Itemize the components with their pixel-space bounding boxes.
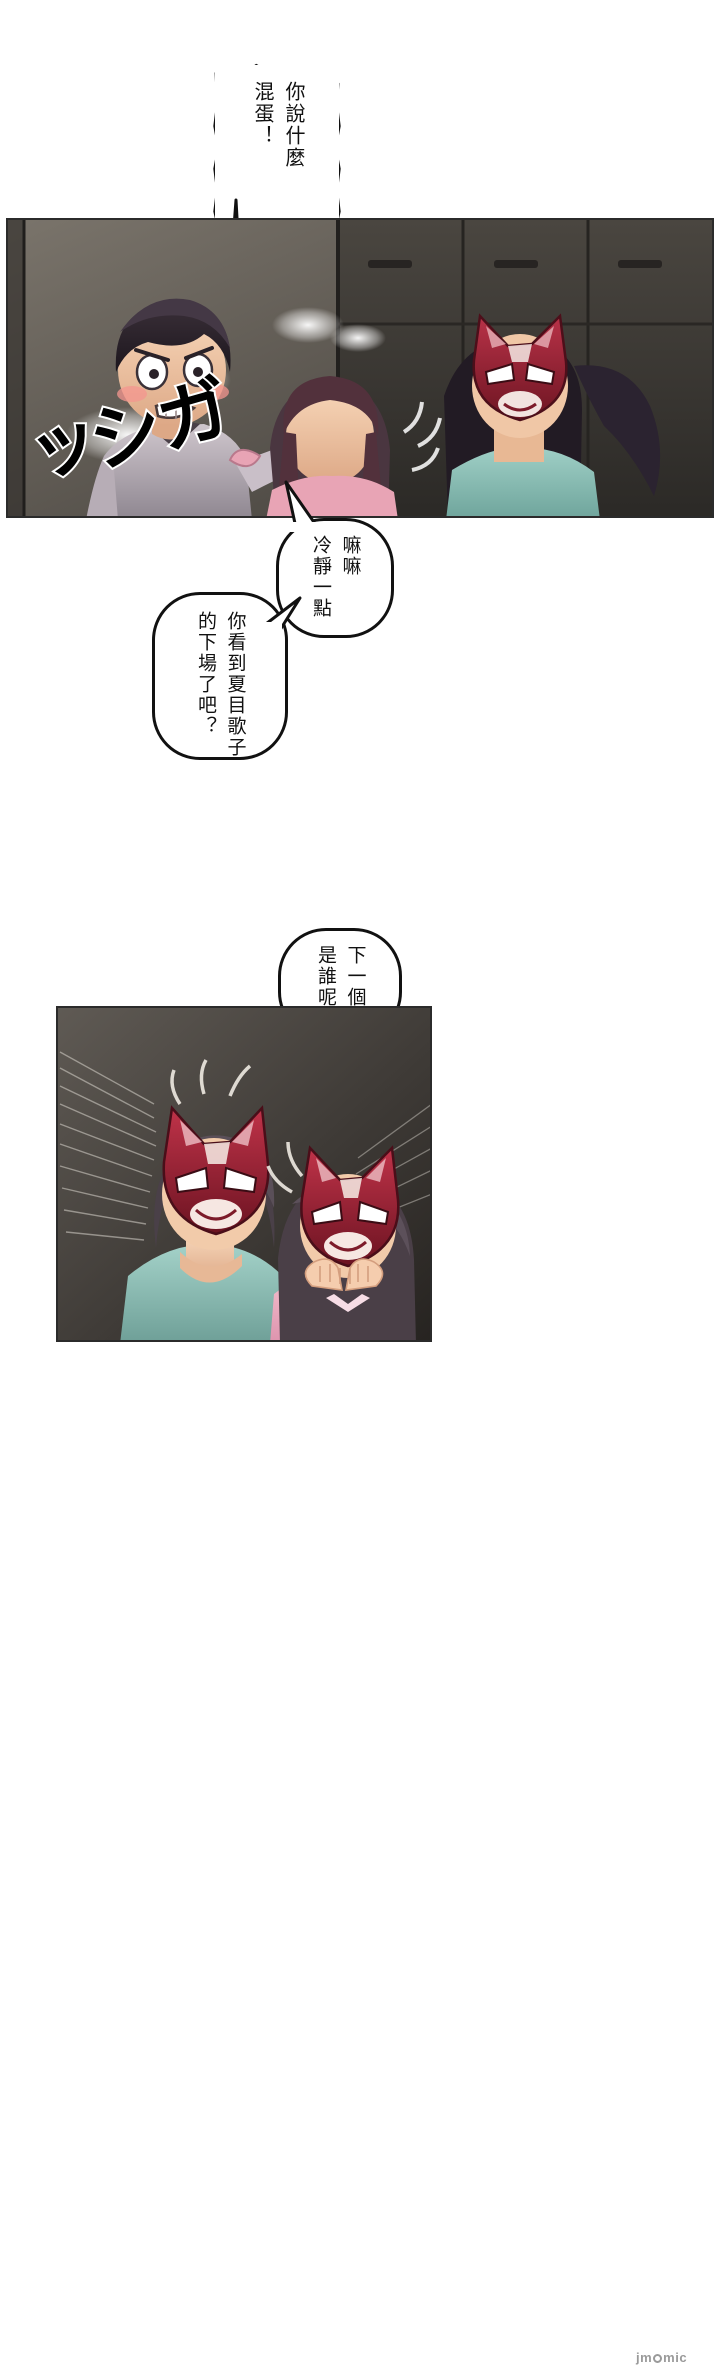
speech-bubble-shout-text: 你說什麼 混蛋！ bbox=[251, 81, 304, 169]
watermark-suffix: mic bbox=[663, 2350, 688, 2365]
panel-locker-fight-art bbox=[8, 220, 712, 516]
panel-two-masks-art bbox=[58, 1008, 430, 1340]
speech-bubble-natsume: 你看到夏目歌子 的下場了吧？ bbox=[152, 592, 288, 760]
watermark-jmcomic: jm mic bbox=[636, 2350, 687, 2365]
speech-bubble-natsume-text: 你看到夏目歌子 的下場了吧？ bbox=[195, 611, 246, 758]
speech-bubble-calm-text: 嘛嘛 冷靜一點 bbox=[310, 535, 361, 619]
speech-bubble-calm: 嘛嘛 冷靜一點 bbox=[276, 518, 394, 638]
watermark-prefix: jm bbox=[636, 2350, 653, 2365]
speech-bubble-calm-tail bbox=[284, 480, 320, 532]
circle-icon bbox=[653, 2354, 663, 2363]
panel-locker-fight: ガシッ bbox=[6, 218, 714, 518]
speech-bubble-natsume-tail bbox=[256, 596, 302, 634]
panel-two-masks bbox=[56, 1006, 432, 1342]
